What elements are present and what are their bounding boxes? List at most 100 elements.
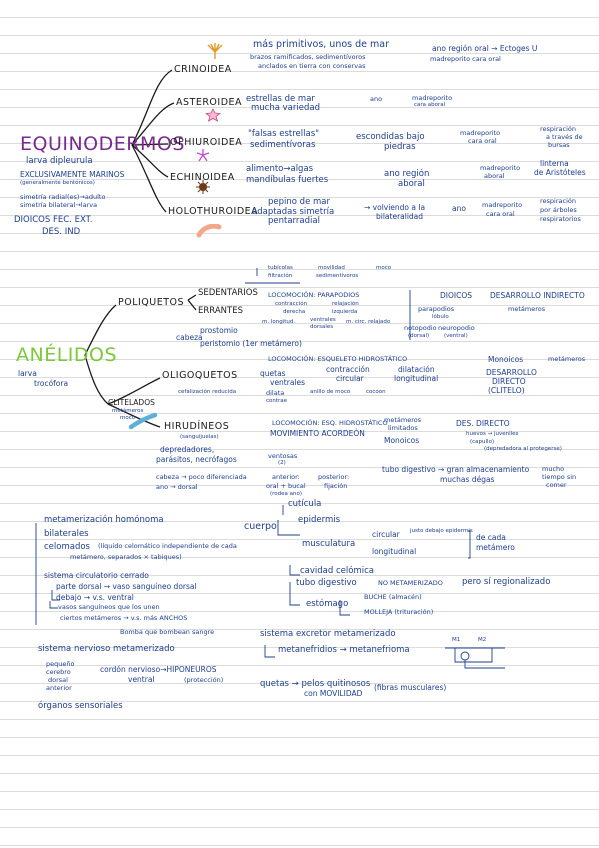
leeches-long-2: tiempo sin <box>542 473 577 481</box>
ophiuroidea-note-1: "falsas estrellas" <box>248 129 320 139</box>
oligochaetes-development-3: (CLITELO) <box>488 386 525 395</box>
annelids-larva-2: trocófora <box>34 379 69 388</box>
annelids-digestive-tube: tubo digestivo <box>296 578 357 588</box>
annelids-segment-m2: M2 <box>478 637 487 643</box>
annelids-title: ANÉLIDOS <box>16 344 118 366</box>
echinoidea-note-3: ano región <box>384 169 430 179</box>
annelids-segment-m1: M1 <box>452 637 461 643</box>
oligochaetes-setae-ventral: ventrales <box>270 378 306 387</box>
polychaetes-dioic: DIOICOS <box>440 291 473 300</box>
annelids-brain-4: anterior <box>46 684 72 692</box>
echinoderms-symmetry-larva: simetría bilateral→larva <box>20 201 98 209</box>
polychaetes-sedentary-5: moco <box>376 265 392 271</box>
annelids-cuticle: cutícula <box>288 499 322 509</box>
clitellates-mucus: moco <box>120 415 136 421</box>
annelids-regionalized: pero sí regionalizado <box>462 577 551 587</box>
polychaetes-right: derecha <box>283 309 306 315</box>
leeches-common-name: (sanguijuelas) <box>180 434 219 440</box>
earthworm-icon <box>128 412 158 430</box>
leeches-long-1: mucho <box>542 465 565 473</box>
leeches-protection: (depredadora al protegerse) <box>484 446 562 452</box>
annelids-bullet-circulatory: sistema circulatorio cerrado <box>44 571 149 580</box>
polychaetes-locomotion: LOCOMOCIÓN: PARAPODIOS <box>268 291 360 299</box>
ophiuroidea-note-2: sedimentívoras <box>250 140 316 150</box>
asteroidea-madreporite-side: cara aboral <box>414 102 446 108</box>
annelids-bullet-coelomates: celomados <box>44 542 90 552</box>
polychaetes-longitudinal: m. longitud. <box>262 319 296 325</box>
leeches-locomotion: LOCOMOCIÓN: ESQ. HIDROSTÁTICO <box>272 419 388 427</box>
polychaetes-sedentary-3: filtración <box>268 273 293 279</box>
annelids-nerve-cord: cordón nervioso→HIPONEUROS <box>100 665 217 674</box>
polychaetes-circular: m. circ. relajado <box>346 319 391 325</box>
oligochaetes-cephalization: cefalización reducida <box>178 389 237 395</box>
asteroidea-note-1: estrellas de mar <box>246 94 315 104</box>
leeches-cocoon: (capullo) <box>470 439 495 445</box>
annelids-nerve-cord-protection: (protección) <box>184 676 224 684</box>
annelids-gizzard: MOLLEJA (trituración) <box>364 608 434 616</box>
oligochaetes-locomotion: LOCOMOCIÓN: ESQUELETO HIDROSTÁTICO <box>268 355 408 363</box>
oligochaetes-development-1: DESARROLLO <box>486 368 537 377</box>
annelids-coelomic-cavity: cavidad celómica <box>300 566 374 576</box>
polychaetes-notopodium: notopodio <box>404 324 437 332</box>
ophiuroidea-madreporite-side: cara oral <box>468 137 497 145</box>
oligochaetes-monoic: Monoicos <box>488 355 524 364</box>
class-clitellates: CLITELADOS <box>108 398 155 407</box>
annelids-musculature: musculatura <box>302 539 356 549</box>
oligochaetes-longitudinal: longitudinal <box>394 374 439 383</box>
leeches-long-3: comer <box>546 481 567 489</box>
polychaetes-head: cabeza <box>176 333 203 342</box>
echinoderms-dioic: DIOICOS FEC. EXT. <box>14 215 93 225</box>
polychaetes-left: izquierda <box>332 309 358 315</box>
polychaetes-sedentary: SEDENTARIOS <box>198 288 258 298</box>
oligochaetes-development-2: DIRECTO <box>492 377 526 386</box>
annelids-muscle-circular-note: justo debajo epidermis <box>410 528 473 534</box>
echinoidea-lantern-2: de Aristóteles <box>534 168 586 177</box>
crinoidea-note-3: anclados en tierra con conservas <box>258 62 366 70</box>
polychaetes-errant: ERRANTES <box>198 306 243 316</box>
oligochaetes-contracts: contrae <box>266 398 288 404</box>
echinoidea-lantern-1: linterna <box>540 159 569 168</box>
class-asteroidea: ASTEROIDEA <box>176 97 243 108</box>
holothuroidea-madreporite: madreporito <box>482 201 523 209</box>
polychaetes-sedentary-2: movilidad <box>318 265 345 271</box>
holothuroidea-respiration-2: por árboles <box>540 206 577 214</box>
oligochaetes-segments: metámeros <box>548 355 586 363</box>
polychaetes-contraction: contracción <box>275 301 308 307</box>
clitellates-segments: metámeros <box>112 408 144 414</box>
annelids-coelom-note-2: metámero, separados × tabiques) <box>70 553 182 561</box>
class-ophiuroidea: OPHIUROIDEA <box>170 137 243 148</box>
holothuroidea-note-2: adaptadas simetría <box>252 207 335 217</box>
leeches-posterior: posterior: <box>318 473 350 481</box>
polychaetes-segments: metámeros <box>508 305 546 313</box>
polychaetes-parapodia: parapodios <box>418 305 455 313</box>
holothuroidea-anus: ano <box>452 204 466 213</box>
polychaetes-dorsal: dorsales <box>310 324 334 330</box>
leeches-parasites: parásitos, necrófagos <box>156 455 237 464</box>
annelids-crop: BUCHE (almacén) <box>364 593 422 601</box>
annelids-circulatory-wide: ciertos metámeros → v.s. más ANCHOS <box>60 614 188 622</box>
annelids-circulatory-ventral: debajo → v.s. ventral <box>56 593 134 602</box>
annelids-bullet-setae: quetas → pelos quitinosos <box>260 679 371 689</box>
annelids-muscle-longitudinal: longitudinal <box>372 547 417 556</box>
leeches-segments-1: metámeros <box>384 416 422 424</box>
asteroidea-madreporite: madreporito <box>412 94 453 102</box>
polychaetes-neuropodium-side: (ventral) <box>444 333 468 339</box>
crinoid-icon <box>207 43 223 59</box>
annelids-epidermis: epidermis <box>298 515 341 525</box>
oligochaetes-dilates: dilata <box>266 389 285 397</box>
echinoidea-note-2: mandíbulas fuertes <box>246 175 329 185</box>
crinoidea-note-2: brazos ramificados, sedimentívoros <box>250 53 366 61</box>
holothuroidea-respiration-1: respiración <box>540 197 576 205</box>
class-oligochaetes: OLIGOQUETOS <box>162 370 238 381</box>
annelids-brain-3: dorsal <box>48 676 68 684</box>
annelids-coelom-note-1: (líquido celomático independiente de cad… <box>98 542 237 550</box>
echinoderms-marine: EXCLUSIVAMENTE MARINOS <box>20 170 125 179</box>
leeches-anterior: anterior: <box>272 473 300 481</box>
leeches-suckers-count: (2) <box>278 460 286 466</box>
sea-cucumber-icon <box>196 224 222 238</box>
holothuroidea-note-4: → volviendo a la <box>364 203 426 212</box>
class-echinoidea: ECHINOIDEA <box>170 172 235 183</box>
annelids-bullet-sensory: órganos sensoriales <box>38 701 123 711</box>
echinoidea-note-4: aboral <box>398 179 425 189</box>
